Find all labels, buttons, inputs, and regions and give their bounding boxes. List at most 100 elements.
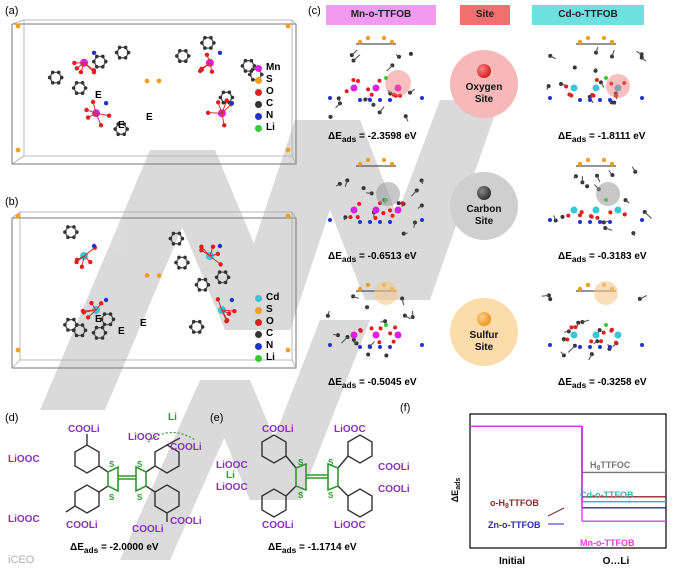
sulfur-atom	[357, 39, 363, 45]
bond-label-a1: E	[95, 90, 102, 101]
carbon-atom	[178, 59, 182, 63]
carbon-atom	[72, 317, 76, 322]
svg-text:S: S	[137, 460, 143, 469]
metal-atom	[350, 331, 358, 339]
carbon-atom	[175, 54, 179, 58]
carbon-atom	[200, 41, 204, 45]
carbon-atom	[177, 266, 181, 270]
legend-b: Cd S O C N Li	[255, 292, 279, 364]
legend-item-cd: Cd	[255, 292, 279, 304]
carbon-atom	[72, 328, 76, 332]
nitrogen-atom	[548, 218, 552, 222]
sulfur-atom	[601, 35, 607, 41]
carbon-atom	[609, 54, 614, 59]
d-label-4: LiOOC	[8, 454, 40, 465]
sulfur-atom	[144, 78, 150, 84]
bond	[327, 310, 330, 316]
cd-molecule-oxygen	[546, 35, 647, 105]
carbon-atom	[214, 275, 219, 280]
oxygen-atom	[573, 325, 578, 330]
energy-d: ΔEads = -2.0000 eV	[70, 542, 159, 555]
oxygen-atom	[567, 92, 572, 97]
carbon-atom	[74, 91, 79, 95]
bond	[405, 116, 409, 122]
ring	[72, 82, 87, 94]
metal-atom	[614, 84, 622, 92]
carbon-atom	[184, 59, 188, 63]
sulfur-ball-icon	[477, 312, 491, 326]
bond	[365, 353, 369, 356]
ring	[169, 232, 184, 245]
nitrogen-atom	[388, 220, 392, 224]
series-label-mn-o-ttfob: Mn-o-TTFOB	[580, 538, 635, 548]
oxygen-atom	[358, 327, 363, 332]
carbon-atom	[174, 260, 178, 265]
nitrogen-atom	[588, 345, 592, 349]
column-header-cd: Cd-o-TTFOB	[532, 5, 644, 25]
nitrogen-atom	[328, 96, 332, 100]
panel-label-c: (c)	[308, 5, 321, 17]
bond	[560, 351, 565, 356]
carbon-atom	[371, 102, 376, 107]
carbon-atom	[191, 330, 196, 334]
carbon-atom	[47, 75, 52, 80]
svg-text:S: S	[137, 493, 143, 502]
oxygen-atom	[369, 92, 374, 97]
bond	[344, 180, 348, 187]
carbon-atom	[80, 323, 85, 327]
panel-label-e: (e)	[210, 412, 224, 424]
bond	[395, 53, 400, 58]
carbon-atom	[83, 86, 88, 90]
svg-text:S: S	[328, 491, 334, 500]
d-label-3: COOLi	[170, 442, 202, 453]
carbon-atom	[223, 280, 228, 285]
carbon-atom	[243, 58, 248, 63]
nitrogen-atom	[328, 218, 332, 222]
nitrogen-atom	[368, 220, 372, 224]
oxygen-atom	[215, 100, 221, 105]
bond	[366, 306, 369, 310]
nitrogen-atom	[420, 218, 424, 222]
bond	[353, 54, 361, 61]
oxygen-atom	[400, 201, 405, 206]
d-label-1: COOLi	[68, 424, 100, 435]
cd-molecule-carbon	[548, 157, 652, 237]
oxygen-atom	[622, 212, 627, 217]
carbon-atom	[184, 49, 188, 53]
metal-atom	[372, 331, 380, 339]
carbon-atom	[123, 45, 128, 50]
carbon-atom	[249, 69, 254, 73]
carbon-atom	[408, 51, 413, 56]
bond-label-b1: E	[95, 314, 102, 325]
carbon-atom	[194, 283, 199, 287]
bond	[541, 294, 549, 297]
carbon-atom	[66, 225, 70, 229]
ring	[241, 60, 256, 72]
sulfur-atom	[15, 147, 21, 153]
carbon-atom	[217, 270, 222, 274]
sulfur-atom	[156, 78, 162, 84]
nitrogen-atom	[608, 220, 612, 224]
bond	[588, 353, 593, 361]
carbon-atom	[560, 214, 565, 219]
bond	[567, 345, 576, 353]
bond	[417, 205, 423, 209]
crystal-structure-cd	[11, 211, 297, 369]
bond	[335, 103, 341, 109]
oxygen-atom	[390, 213, 395, 218]
bond	[550, 55, 556, 60]
nitrogen-atom	[548, 96, 552, 100]
ring	[215, 271, 230, 284]
oxygen-atom	[81, 310, 87, 315]
sulfur-atom	[577, 39, 583, 45]
metal-atom	[592, 84, 600, 92]
carbon-atom	[203, 277, 208, 282]
oxygen-atom	[609, 81, 614, 86]
lithium-atom	[604, 323, 608, 327]
sulfur-atom	[389, 39, 395, 45]
nitrogen-atom	[378, 98, 382, 102]
oxygen-atom	[79, 264, 85, 270]
